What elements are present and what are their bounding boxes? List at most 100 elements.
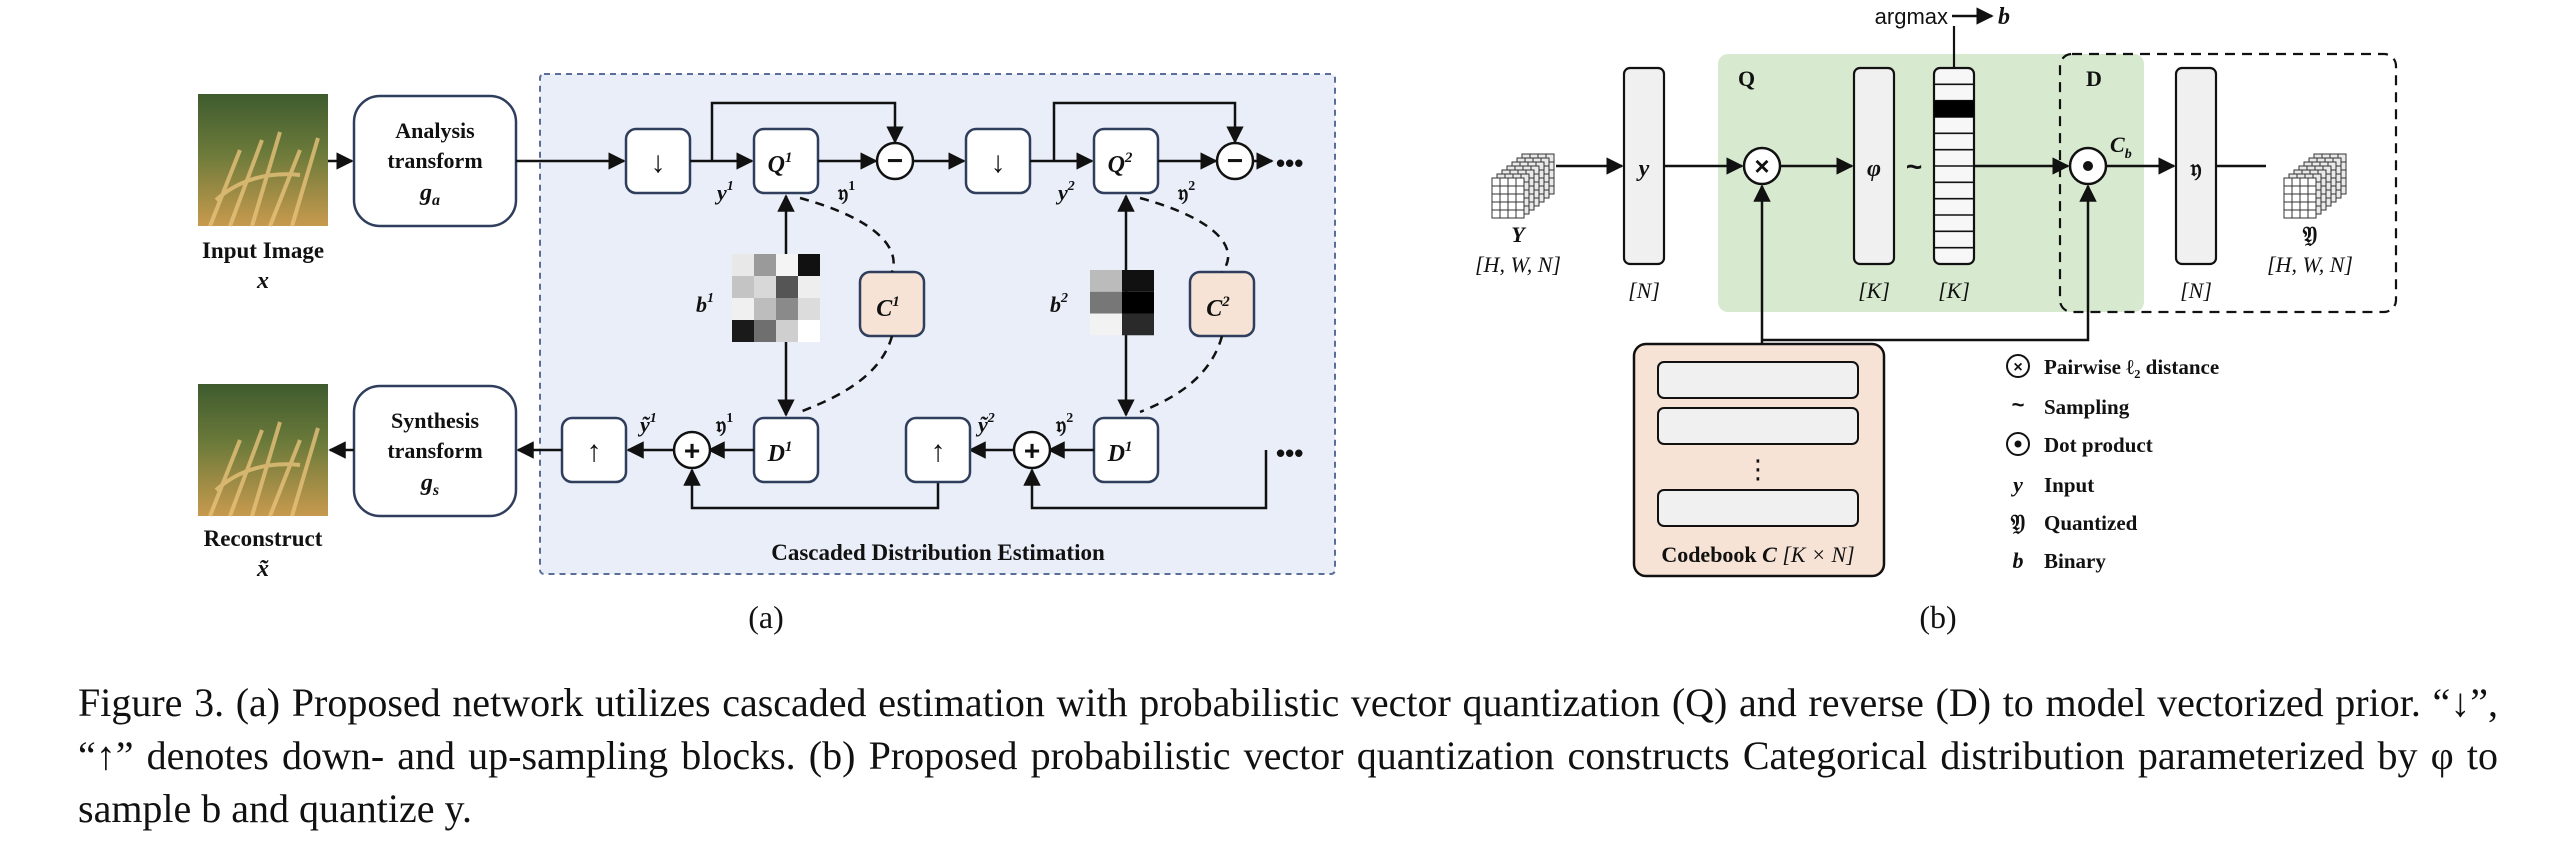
b2-cell bbox=[1122, 270, 1154, 292]
tensor-Y bbox=[1491, 153, 1555, 219]
c1-dashed-link bbox=[799, 196, 895, 414]
reconstruct-label: Reconstruct bbox=[204, 526, 323, 551]
tensor-cell bbox=[1499, 177, 1509, 187]
tensor-cell bbox=[1507, 209, 1517, 219]
tensor-cell bbox=[1507, 185, 1517, 195]
b1-cell bbox=[732, 320, 754, 342]
onehot-vector bbox=[1932, 66, 1976, 266]
b2-cell bbox=[1090, 313, 1122, 336]
tensor-cell bbox=[1499, 201, 1509, 211]
b1-cell bbox=[776, 320, 798, 342]
down-symbol-1: ↓ bbox=[651, 146, 666, 179]
input-image bbox=[198, 94, 328, 227]
argmax-b: b bbox=[1998, 4, 2010, 30]
Y-label: Y bbox=[1511, 222, 1527, 247]
dots-bottom: ••• bbox=[1276, 438, 1303, 468]
analysis-label-1: Analysis bbox=[395, 118, 475, 143]
b1-cell bbox=[732, 254, 754, 276]
phi-dim: [K] bbox=[1858, 278, 1890, 303]
b1-grid bbox=[732, 254, 820, 342]
tensor-cell bbox=[2291, 193, 2301, 203]
Y-dims: [H, W, N] bbox=[1475, 252, 1561, 277]
b1-cell bbox=[754, 298, 776, 320]
tensor-cell bbox=[1491, 209, 1501, 219]
tensor-cell bbox=[2291, 185, 2301, 195]
svg-text:gs: gs bbox=[420, 470, 439, 499]
svg-text:~: ~ bbox=[2012, 392, 2025, 417]
svg-text:C1: C1 bbox=[876, 294, 900, 322]
tensor-cell bbox=[1491, 193, 1501, 203]
d-region-label: D bbox=[2086, 66, 2102, 91]
svg-text:D1: D1 bbox=[1107, 439, 1133, 467]
b2-label: b2 bbox=[1050, 291, 1068, 317]
svg-text:×: × bbox=[2013, 359, 2022, 376]
y-dim: [N] bbox=[1628, 278, 1660, 303]
input-image-label: Input Image bbox=[202, 238, 324, 263]
tensor-cell bbox=[2283, 209, 2293, 219]
b1-cell bbox=[776, 298, 798, 320]
analysis-label-3: ga bbox=[419, 180, 440, 209]
Yq-dims: [H, W, N] bbox=[2267, 252, 2353, 277]
reconstructed-image bbox=[198, 384, 328, 517]
tensor-cell bbox=[2307, 185, 2317, 195]
c2-dashed-link bbox=[1139, 196, 1230, 414]
svg-text:↓: ↓ bbox=[991, 146, 1006, 179]
svg-text:+: + bbox=[1024, 435, 1040, 466]
yt2-label: ỹ2 bbox=[975, 411, 995, 437]
svg-text:Q2: Q2 bbox=[1108, 150, 1133, 178]
yqb2-label: 𝔶2 bbox=[1055, 411, 1073, 437]
b1-cell bbox=[798, 276, 820, 298]
tensor-cell bbox=[1491, 177, 1501, 187]
b2-grid bbox=[1090, 270, 1154, 336]
yq2-label: 𝔶2 bbox=[1177, 179, 1195, 205]
tensor-cell bbox=[2299, 201, 2309, 211]
tensor-cell bbox=[2291, 209, 2301, 219]
legend-binary: Binary bbox=[2044, 549, 2106, 573]
panel-a: Input Image x Analysis transform ga ↓ y1… bbox=[198, 73, 1336, 635]
b1-cell bbox=[798, 320, 820, 342]
svg-text:𝔶: 𝔶 bbox=[2189, 156, 2201, 182]
svg-text:transform: transform bbox=[387, 438, 482, 463]
svg-text:↑: ↑ bbox=[587, 435, 602, 468]
tensor-cell bbox=[2283, 177, 2293, 187]
svg-text:b: b bbox=[2013, 548, 2024, 573]
tensor-cell bbox=[2299, 209, 2309, 219]
input-image-var: x bbox=[256, 268, 269, 294]
b2-cell bbox=[1122, 291, 1154, 314]
svg-text:D1: D1 bbox=[767, 439, 793, 467]
legend-sampling: Sampling bbox=[2044, 395, 2130, 419]
tensor-cell bbox=[2307, 209, 2317, 219]
b1-cell bbox=[798, 254, 820, 276]
q-region bbox=[1718, 54, 2144, 312]
svg-text:y: y bbox=[1636, 156, 1650, 182]
codebook-dots: ⋮ bbox=[1745, 454, 1771, 484]
codebook-row-k bbox=[1657, 489, 1859, 527]
tensor-cell bbox=[1515, 201, 1525, 211]
b1-cell bbox=[754, 254, 776, 276]
b1-cell bbox=[776, 254, 798, 276]
b1-label: b1 bbox=[696, 291, 714, 317]
tensor-cell bbox=[2283, 201, 2293, 211]
figure-caption: Figure 3. (a) Proposed network utilizes … bbox=[78, 680, 2498, 831]
codebook-to-dot bbox=[1762, 184, 2097, 342]
skip-1 bbox=[710, 101, 904, 161]
svg-text:×: × bbox=[1754, 151, 1769, 181]
q-region-label: Q bbox=[1738, 66, 1755, 91]
svg-text:C2: C2 bbox=[1206, 294, 1230, 322]
tensor-cell bbox=[1491, 185, 1501, 195]
cascade-label: Cascaded Distribution Estimation bbox=[771, 540, 1105, 565]
tensor-cell bbox=[2283, 185, 2293, 195]
svg-text:Q1: Q1 bbox=[768, 150, 793, 178]
tensor-cell bbox=[2307, 201, 2317, 211]
panel-b: Q D Y [H, W, N] y [N] × φ [K] ~ [K] argm… bbox=[1475, 4, 2398, 635]
tensor-cell bbox=[2299, 193, 2309, 203]
tensor-cell bbox=[1507, 201, 1517, 211]
tensor-cell bbox=[1515, 177, 1525, 187]
legend-input: Input bbox=[2044, 473, 2094, 497]
b1-cell bbox=[754, 320, 776, 342]
tensor-cell bbox=[1499, 209, 1509, 219]
tensor-cell bbox=[2299, 185, 2309, 195]
yq-dim: [N] bbox=[2180, 278, 2212, 303]
svg-text:y: y bbox=[2010, 472, 2023, 497]
b1-cell bbox=[776, 276, 798, 298]
